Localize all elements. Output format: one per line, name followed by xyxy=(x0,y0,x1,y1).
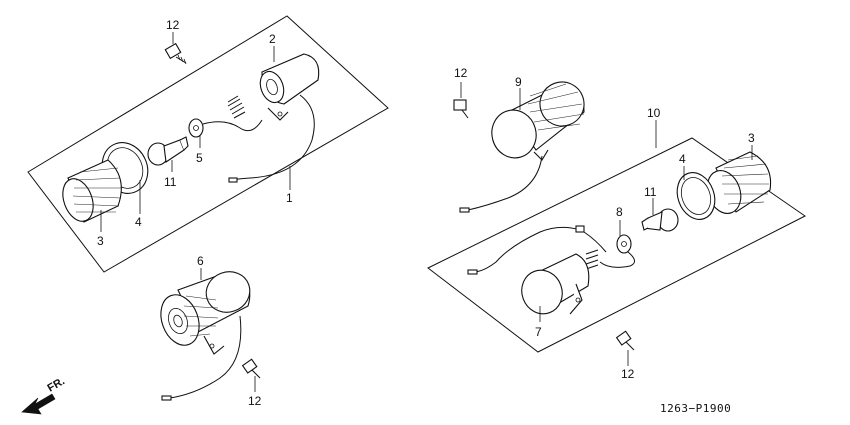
callout-4-left: 4 xyxy=(135,215,142,229)
callout-7: 7 xyxy=(535,325,542,339)
callout-9: 9 xyxy=(515,75,522,89)
callout-3-left: 3 xyxy=(97,234,104,248)
bolt-12-left-top xyxy=(164,42,187,65)
callout-10: 10 xyxy=(647,106,661,120)
gasket-4-right xyxy=(676,172,716,220)
lens-3-left xyxy=(62,159,122,223)
bulb-11-left xyxy=(147,136,189,166)
right-assembly-frame xyxy=(427,137,806,353)
bolt-12-right-bottom xyxy=(615,330,635,351)
socket-housing-7-right xyxy=(521,253,590,315)
wire-right xyxy=(467,225,607,275)
spring-left xyxy=(227,95,246,119)
callout-11-right: 11 xyxy=(644,185,657,199)
left-assembly-frame xyxy=(27,15,389,273)
lens-3-right xyxy=(706,151,772,214)
bolt-12-left-bottom xyxy=(241,358,261,379)
front-direction-arrow-icon xyxy=(21,393,56,415)
bulb-11-right xyxy=(641,208,679,232)
diagram-code: 1263−P1900 xyxy=(660,402,731,415)
callout-4-right: 4 xyxy=(679,152,686,166)
callout-6: 6 xyxy=(197,254,204,268)
socket-8-right xyxy=(599,234,635,268)
callout-12-left-top: 12 xyxy=(166,18,180,32)
callout-3-right: 3 xyxy=(748,131,755,145)
socket-housing-2-left xyxy=(228,53,320,183)
callout-11-left: 11 xyxy=(164,175,177,189)
callout-12-right-bottom: 12 xyxy=(621,367,635,381)
spring-right xyxy=(585,249,599,270)
callout-8: 8 xyxy=(616,205,623,219)
socket-plate-5-left xyxy=(188,118,263,138)
callout-2: 2 xyxy=(269,32,276,46)
callout-12-right-top: 12 xyxy=(454,66,468,80)
turn-signal-assembly-9 xyxy=(459,81,585,213)
callout-5: 5 xyxy=(196,151,203,165)
turn-signal-assembly-6 xyxy=(160,271,251,401)
direction-label: FR. xyxy=(46,375,67,394)
bolt-12-right-top xyxy=(453,99,469,119)
callout-12-left-bottom: 12 xyxy=(248,394,262,408)
callout-1: 1 xyxy=(286,191,293,205)
